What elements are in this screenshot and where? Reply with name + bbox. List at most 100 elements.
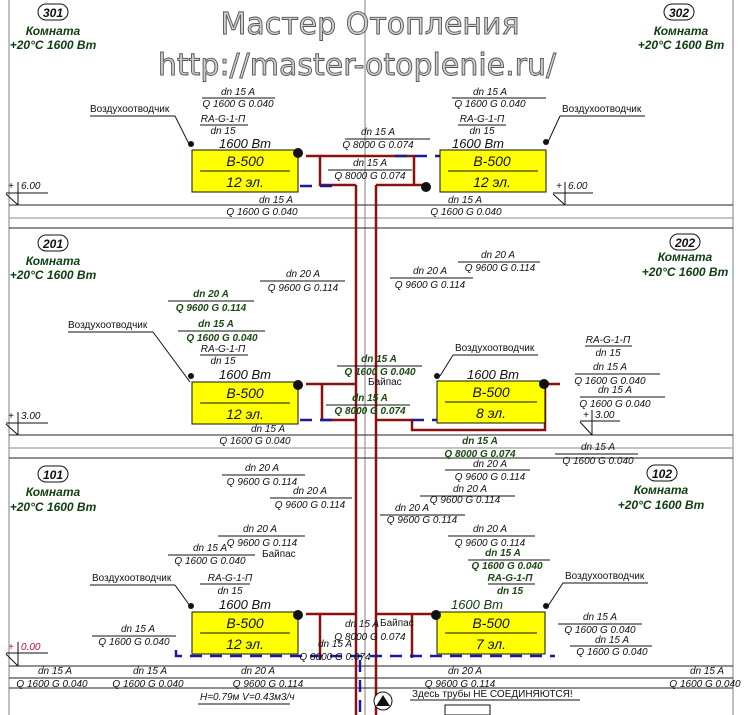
radiator-202[interactable]: 1600 Bm B-500 8 эл.: [434, 367, 549, 424]
room-spec: +20°C 1600 Bm: [10, 500, 97, 514]
level-mark-6-left: + 6.00: [5, 181, 48, 206]
pipe-dn: dn 15 A: [361, 354, 397, 365]
pipe-dn: dn 15 A: [581, 442, 615, 453]
radiator-301[interactable]: 1600 Bm B-500 12 эл.: [188, 136, 303, 193]
pipe-dn: dn 15 A: [198, 319, 234, 330]
pipe-dn: dn 20 A: [413, 266, 447, 277]
pipe-flow: Q 9600 G 0.114: [227, 477, 298, 488]
pipe-flow: Q 1600 G 0.040: [562, 456, 634, 467]
radiator-sections: 12 эл.: [226, 636, 264, 652]
pipe-flow: Q 8000 G 0.074: [334, 171, 406, 182]
level-value: 3.00: [21, 411, 41, 422]
radiator-sections: 7 эл.: [476, 636, 506, 652]
valve-dn: dn 15: [595, 348, 620, 359]
level-value: 3.00: [595, 410, 615, 421]
pipe-dn: dn 15 A: [485, 548, 521, 559]
valve-dn: dn 15: [217, 586, 242, 597]
pipe-flow: Q 9600 G 0.114: [455, 538, 526, 549]
pipe-flow: Q 1600 G 0.040: [219, 436, 291, 447]
valve-label: RA-G-1-П: [201, 344, 246, 355]
bypass-label: Байпас: [262, 549, 296, 560]
radiator-102[interactable]: 1600 Bm B-500 7 эл.: [431, 597, 549, 655]
level-value: 0.00: [21, 642, 41, 653]
pipe-flow: Q 9600 G 0.114: [425, 679, 496, 690]
radiator-302[interactable]: 1600 Bm B-500 12 эл.: [421, 136, 549, 193]
room-name: Комната: [26, 24, 81, 38]
pipe-dn: dn 15 A: [133, 666, 167, 677]
pipe-flow: Q 1600 G 0.040: [202, 99, 274, 110]
pipe-dn: dn 15 A: [690, 666, 724, 677]
pipe-flow: Q 1600 G 0.040: [579, 399, 651, 410]
pipe-flow: Q 9600 G 0.114: [465, 263, 536, 274]
radiator-model: B-500: [226, 153, 264, 169]
room-spec: +20°C 1600 Bm: [638, 38, 725, 52]
air-vent-label: Воздухоотводчик: [565, 571, 645, 582]
pipe-dn: Q 9600 G 0.114: [275, 500, 346, 511]
room-name: Комната: [26, 485, 81, 499]
room-202: 202 Комната +20°C 1600 Bm: [642, 233, 729, 279]
room-spec: +20°C 1600 Bm: [642, 265, 729, 279]
pipe-dn: dn 15 A: [473, 87, 507, 98]
pipe-flow: Q 9600 G 0.114: [268, 283, 339, 294]
pipe-flow: Q 1600 G 0.040: [226, 207, 298, 218]
room-301: 301 Комната +20°C 1600 Bm: [10, 3, 97, 52]
air-vent-icon: [543, 603, 549, 609]
pipe-flow: Q 1600 G 0.040: [112, 679, 184, 690]
pipe-dn: dn 15 A: [318, 639, 352, 650]
pipe-flow: Q 1600 G 0.040: [574, 376, 646, 387]
valve-dn: dn 15: [210, 356, 235, 367]
level-mark-6-right: + 6.00: [552, 181, 593, 206]
radiator-model: B-500: [473, 153, 511, 169]
pipe-dn: dn 15 A: [593, 362, 627, 373]
radiator-power: 1600 Bm: [219, 367, 271, 382]
valve-icon: [293, 610, 303, 620]
pipe-dn: dn 15 A: [595, 635, 629, 646]
radiator-sections: 8 эл.: [476, 405, 506, 421]
radiator-101[interactable]: 1600 Bm B-500 12 эл.: [188, 597, 303, 655]
pipe-flow: Q 9600 G 0.114: [430, 495, 501, 506]
valve-dn: dn 15: [210, 126, 235, 137]
pipe-flow: Q 8000 G 0.074: [444, 449, 516, 460]
pipe-flow: Q 1600 G 0.040: [454, 99, 526, 110]
pipe-dn: dn 15 A: [353, 158, 387, 169]
pipe-dn: dn 20 A: [448, 666, 482, 677]
room-number: 302: [669, 6, 689, 20]
pipe-flow: Q 1600 G 0.040: [186, 333, 258, 344]
level-sign: +: [556, 181, 562, 192]
pipe-dn: dn 15 A: [251, 424, 285, 435]
pipe-flow: Q 9600 G 0.114: [227, 538, 298, 549]
bypass-label: Байпас: [368, 377, 402, 388]
room-number: 201: [42, 237, 63, 251]
radiator-201[interactable]: 1600 Bm B-500 12 эл.: [188, 367, 303, 425]
valve-label: RA-G-1-П: [460, 114, 505, 125]
air-vent-icon: [434, 373, 440, 379]
level-sign: +: [8, 642, 14, 653]
pipe-dn: dn 15 A: [462, 436, 498, 447]
pipe-dn: dn 20 A: [481, 250, 515, 261]
valve-icon: [431, 610, 441, 620]
pipe-flow: Q 9600 G 0.114: [176, 303, 247, 314]
room-number: 102: [652, 467, 672, 481]
not-connected-note: Здесь трубы НЕ СОЕДИНЯЮТСЯ!: [412, 688, 573, 700]
room-number: 202: [674, 236, 695, 250]
valve-labels: RA-G-1-П dn 15 RA-G-1-П dn 15 RA-G-1-П d…: [200, 114, 632, 597]
pipe-flow: Q 1600 G 0.040: [471, 561, 543, 572]
pipe-dn: dn 20 A: [245, 463, 279, 474]
air-vent-label: Воздухоотводчик: [92, 573, 172, 584]
watermark-title: Мастер Отопления: [220, 7, 519, 42]
room-302: 302 Комната +20°C 1600 Bm: [638, 3, 725, 52]
air-vent-label: Воздухоотводчик: [455, 343, 535, 354]
pump[interactable]: [373, 691, 393, 711]
pipe-dn: dn 15 A: [448, 195, 482, 206]
room-name: Комната: [654, 24, 709, 38]
radiator-model: B-500: [472, 615, 510, 631]
level-sign: +: [8, 411, 14, 422]
pipe-flow: Q 1600 G 0.040: [98, 637, 170, 648]
room-102: 102 Комната +20°C 1600 Bm: [618, 464, 705, 512]
valve-icon: [293, 148, 303, 158]
pipe-dn: dn 20 A: [453, 484, 487, 495]
pipe-flow: Q 9600 G 0.114: [233, 679, 304, 690]
pump-spec: H=0.79м V=0.43м3/ч: [200, 692, 295, 703]
room-spec: +20°C 1600 Bm: [10, 38, 97, 52]
